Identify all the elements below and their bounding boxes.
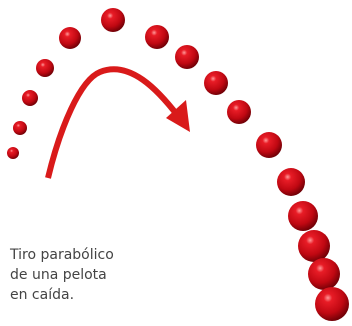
red-ball-icon (204, 71, 228, 95)
caption-line-3: en caída. (10, 287, 75, 303)
caption-line-2: de una pelota (10, 267, 107, 283)
red-ball-icon (256, 132, 282, 158)
red-ball-icon (227, 100, 251, 124)
red-ball-icon (145, 25, 169, 49)
red-ball-icon (175, 45, 199, 69)
red-ball-icon (288, 201, 318, 231)
red-ball-icon (315, 287, 349, 321)
caption: Tiro parabólico de una pelota en caída. (10, 245, 160, 305)
red-ball-icon (101, 8, 125, 32)
red-ball-icon (36, 59, 54, 77)
red-ball-icon (13, 121, 27, 135)
red-ball-icon (7, 147, 19, 159)
red-ball-icon (59, 27, 81, 49)
caption-line-1: Tiro parabólico (10, 247, 114, 263)
red-ball-icon (298, 230, 330, 262)
curved-arrow-icon (45, 66, 190, 179)
balls-group (7, 8, 349, 321)
red-ball-icon (277, 168, 305, 196)
red-ball-icon (22, 90, 38, 106)
red-ball-icon (308, 258, 340, 290)
